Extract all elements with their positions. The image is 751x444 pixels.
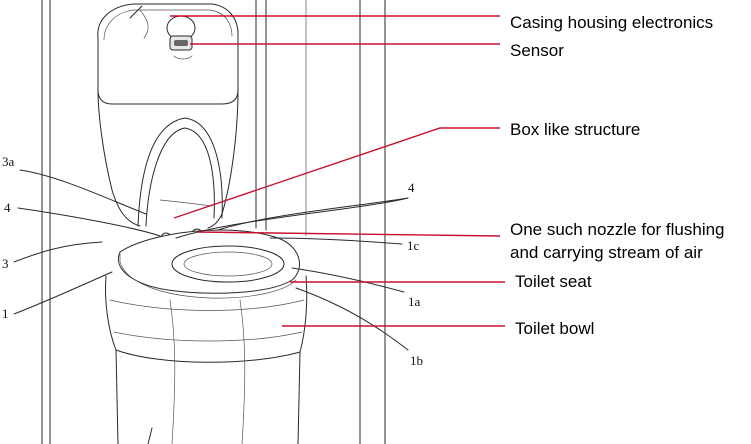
ref-4-right: 4: [408, 180, 415, 195]
box-like-structure: [137, 117, 223, 227]
casing-label: Casing housing electronics: [510, 13, 713, 32]
toilet-seat-label: Toilet seat: [515, 272, 592, 291]
sensor: [169, 35, 193, 51]
sensor-label: Sensor: [510, 41, 564, 60]
ref-1b: 1b: [410, 353, 423, 368]
toilet-bowl: [105, 275, 308, 444]
ref-1c: 1c: [407, 238, 420, 253]
nozzle-label-line2: and carrying stream of air: [510, 243, 703, 262]
reference-leaders: [13, 5, 409, 444]
ref-3a: 3a: [2, 154, 15, 169]
box-structure-label: Box like structure: [510, 120, 640, 139]
wall-panels: [41, 0, 386, 444]
nozzle-label-line1: One such nozzle for flushing: [510, 220, 725, 239]
toilet-seat: [117, 229, 300, 299]
callout-leaders: [170, 15, 505, 327]
ref-1a: 1a: [408, 294, 421, 309]
casing-housing: [97, 3, 239, 229]
ref-1: 1: [2, 306, 9, 321]
ref-3: 3: [2, 256, 9, 271]
ref-4-left: 4: [4, 200, 11, 215]
toilet-bowl-label: Toilet bowl: [515, 319, 594, 338]
